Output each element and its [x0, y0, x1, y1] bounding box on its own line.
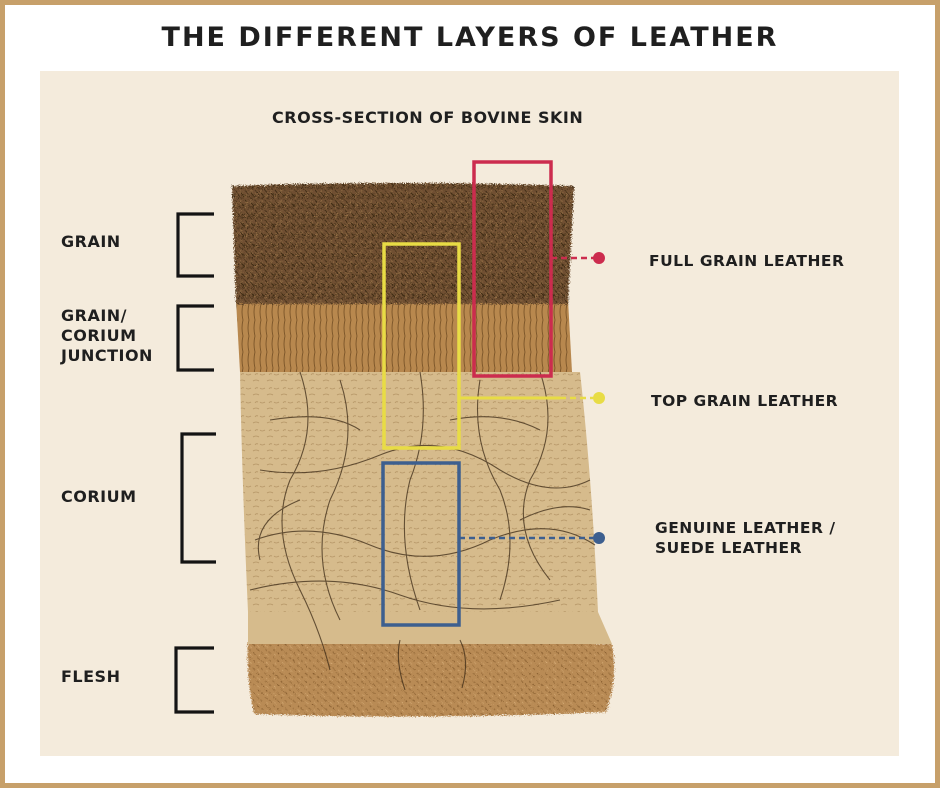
full-grain-dot — [593, 252, 605, 264]
genuine-leather-box — [381, 461, 461, 627]
top-grain-box — [382, 242, 461, 450]
flesh-bracket — [174, 646, 214, 714]
corium-flesh-gap — [248, 612, 612, 644]
corium-layer — [240, 372, 598, 612]
label-corium: CORIUM — [61, 487, 137, 506]
label-grain: GRAIN — [61, 232, 121, 251]
label-genuine-line2: SUEDE LEATHER — [655, 539, 803, 557]
corium-fibers — [249, 371, 596, 691]
label-genuine-line1: GENUINE LEATHER / — [655, 519, 836, 537]
diagram-subtitle: CROSS-SECTION OF BOVINE SKIN — [272, 108, 584, 127]
flesh-layer — [247, 639, 614, 717]
junction-bracket — [176, 304, 214, 372]
label-junction-line3: JUNCTION — [61, 346, 153, 365]
left-brackets — [174, 212, 216, 714]
top-grain-dot — [593, 392, 605, 404]
grain-bracket — [176, 212, 214, 278]
full-grain-box — [472, 160, 553, 378]
label-junction-line1: GRAIN/ — [61, 306, 128, 325]
label-junction-line2: CORIUM — [61, 326, 137, 345]
junction-layer — [236, 300, 572, 372]
label-flesh: FLESH — [61, 667, 121, 686]
label-full-grain: FULL GRAIN LEATHER — [649, 252, 845, 270]
corium-bracket — [180, 432, 216, 564]
genuine-dot — [593, 532, 605, 544]
label-top-grain: TOP GRAIN LEATHER — [651, 392, 839, 410]
page-title: THE DIFFERENT LAYERS OF LEATHER — [161, 22, 779, 53]
